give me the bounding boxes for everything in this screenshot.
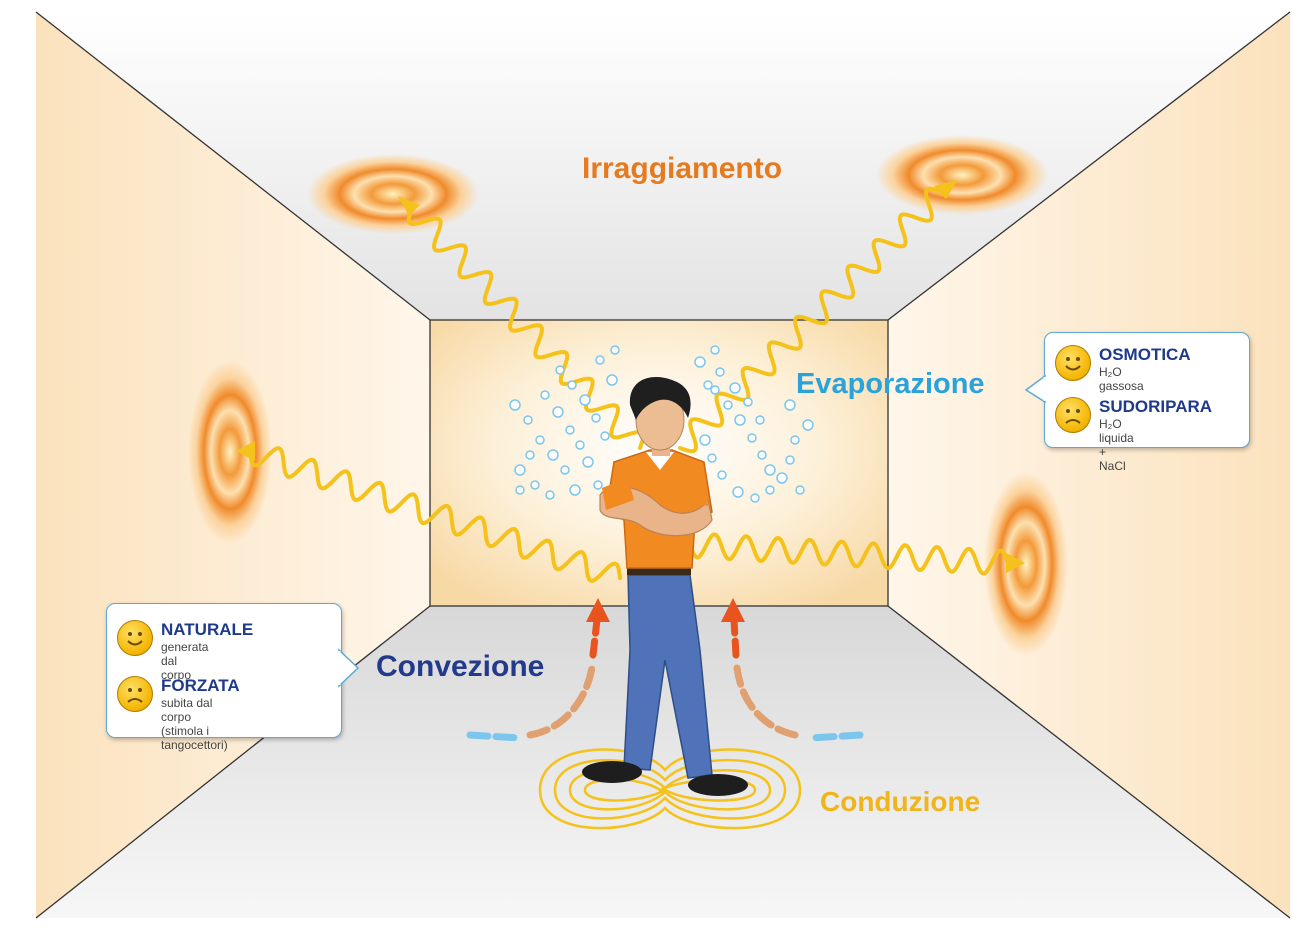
convection-arrow-left (466, 616, 601, 742)
sudoripara-title: SUDORIPARA (1099, 397, 1213, 416)
droplet (600, 431, 610, 441)
radiation-wave-left-wall (248, 446, 622, 583)
convection-arrowhead-left (586, 598, 610, 622)
droplet (732, 486, 744, 498)
droplet (560, 465, 570, 475)
forzata-sub: subita dal corpo (stimola i tangocettori… (161, 696, 228, 752)
droplet (515, 485, 525, 495)
droplet (545, 490, 555, 500)
happy-face-icon (1055, 345, 1091, 381)
osmotica-sub: H₂O gassosa (1099, 365, 1144, 393)
droplet (569, 484, 581, 496)
arrowhead-ceiling-right (934, 180, 958, 199)
droplet (694, 356, 706, 368)
man-figure (582, 377, 748, 796)
floor (36, 606, 1290, 918)
droplet (707, 453, 717, 463)
label-evaporazione: Evaporazione (796, 368, 985, 400)
droplet (755, 415, 765, 425)
heat-spot-ceiling-left (307, 154, 479, 234)
belt (627, 565, 691, 575)
naturale-sub: generata dal corpo (161, 640, 209, 682)
droplet (565, 425, 575, 435)
droplet (530, 480, 540, 490)
sad-face-icon (1055, 397, 1091, 433)
droplet (555, 365, 565, 375)
droplet (710, 385, 720, 395)
droplet (776, 472, 788, 484)
naturale-title: NATURALE (161, 620, 254, 639)
droplet (593, 480, 603, 490)
droplet (509, 399, 521, 411)
right-wall (888, 12, 1290, 918)
convection-arrowhead-right (721, 598, 745, 622)
droplet (595, 355, 605, 365)
droplet (547, 449, 559, 461)
left-shoe (582, 761, 642, 783)
droplet (552, 406, 564, 418)
radiation-wave-ceiling-right (678, 186, 944, 454)
droplet (757, 450, 767, 460)
droplet (795, 485, 805, 495)
droplet (699, 434, 711, 446)
droplet (606, 374, 618, 386)
droplet (785, 455, 795, 465)
droplet (703, 380, 713, 390)
label-irraggiamento: Irraggiamento (582, 152, 783, 185)
arrowhead-ceiling-left (398, 196, 420, 216)
radiation-wave-right-wall (688, 532, 1010, 576)
right-shoe (688, 774, 748, 796)
droplet (750, 493, 760, 503)
droplet (575, 440, 585, 450)
droplet (764, 464, 776, 476)
sad-face-icon (117, 676, 153, 712)
droplet (723, 400, 733, 410)
jeans (623, 574, 713, 779)
droplet (717, 470, 727, 480)
droplet (525, 450, 535, 460)
droplet (802, 419, 814, 431)
convection-arrow-right (730, 616, 864, 742)
droplet (535, 435, 545, 445)
happy-face-icon (117, 620, 153, 656)
ceiling (36, 12, 1290, 320)
radiation-wave-ceiling-left (406, 206, 646, 450)
droplet (591, 413, 601, 423)
droplet (710, 345, 720, 355)
droplet (765, 485, 775, 495)
droplet (514, 464, 526, 476)
arrowhead-left-wall (236, 441, 255, 461)
label-convezione: Convezione (376, 650, 545, 683)
label-conduzione: Conduzione (820, 786, 981, 817)
heat-spot-right-wall (984, 472, 1068, 656)
droplet (734, 414, 746, 426)
forzata-sub-line1: subita dal corpo (161, 696, 213, 724)
droplet (579, 394, 591, 406)
droplet (567, 380, 577, 390)
droplet (610, 345, 620, 355)
hair (629, 377, 691, 420)
droplet (715, 367, 725, 377)
droplet (784, 399, 796, 411)
sudoripara-sub: H₂O liquida + NaCl (1099, 417, 1134, 473)
heat-spot-left-wall (188, 360, 272, 544)
droplet (729, 382, 741, 394)
osmotica-title: OSMOTICA (1099, 345, 1191, 364)
evaporation-droplets (509, 345, 814, 503)
forzata-sub-line2: (stimola i tangocettori) (161, 724, 228, 752)
heat-spot-ceiling-right (876, 135, 1048, 215)
evaporazione-callout: OSMOTICA H₂O gassosa SUDORIPARA H₂O liqu… (1044, 332, 1250, 473)
droplet (540, 390, 550, 400)
convezione-callout: NATURALE generata dal corpo FORZATA subi… (106, 603, 342, 752)
droplet (743, 397, 753, 407)
forzata-title: FORZATA (161, 676, 240, 695)
droplet (790, 435, 800, 445)
droplet (747, 433, 757, 443)
droplet (523, 415, 533, 425)
droplet (582, 456, 594, 468)
arrowhead-right-wall (1006, 553, 1025, 573)
